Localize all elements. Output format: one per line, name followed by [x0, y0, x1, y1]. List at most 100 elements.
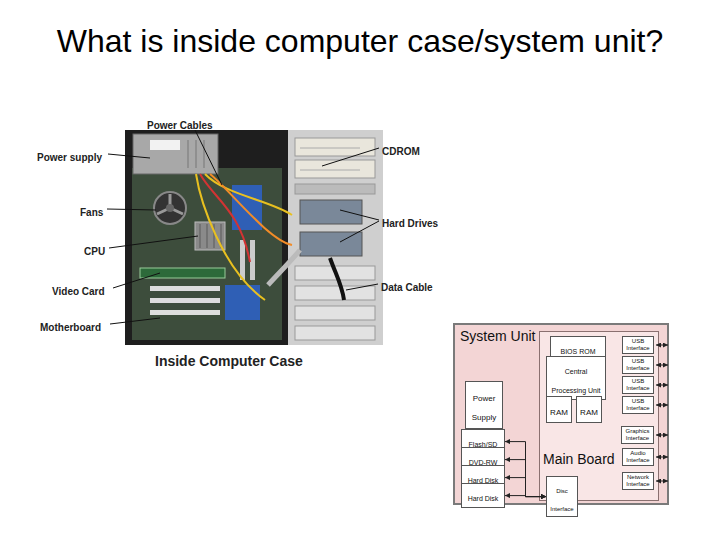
interface-box: Audio Interface: [622, 448, 654, 466]
bus-connector: [505, 496, 546, 497]
box-label: Graphics Interface: [624, 428, 651, 441]
hard-drive: [300, 200, 362, 224]
port-arrow: [656, 345, 668, 346]
power-supply-unit: [133, 134, 218, 174]
label-holder: Hard Drives: [382, 213, 438, 231]
part-label: Power Cables: [147, 120, 213, 131]
leader-line: [322, 148, 379, 166]
empty-bay: [295, 286, 375, 300]
edge-group: [505, 442, 546, 497]
box-label: Hard Disk: [468, 477, 499, 484]
interface-box: USB Interface: [622, 356, 654, 374]
part-label: Data Cable: [381, 282, 433, 293]
label-holder: Power Cables: [147, 115, 213, 133]
main-board-box: Main Board BIOS ROM Central Processing Uni…: [539, 331, 659, 501]
part-label: Fans: [80, 207, 103, 218]
disc-interface-box: Disc Interface: [546, 476, 578, 517]
box-label: Central Processing Unit: [551, 368, 600, 394]
leader-line: [340, 221, 379, 242]
interface-box: USB Interface: [622, 376, 654, 394]
psu-sticker: [150, 140, 180, 150]
leader-line: [109, 236, 198, 248]
bus-connector: [505, 460, 546, 497]
cdrom-bay: [295, 160, 375, 178]
interface-box: Network Interface: [622, 472, 654, 490]
psu-vent: [188, 140, 189, 168]
ram-stick: [250, 240, 255, 280]
psu-vent: [196, 140, 197, 168]
leader-line: [340, 210, 379, 220]
part-label: CDROM: [382, 146, 420, 157]
psu-vent: [204, 140, 205, 168]
leader-line: [113, 273, 160, 288]
label-holder: Data Cable: [381, 277, 433, 295]
box-label: USB Interface: [625, 378, 651, 391]
box-label: USB Interface: [625, 338, 651, 351]
port-arrow: [656, 385, 668, 386]
label-holder: Motherboard: [40, 317, 101, 335]
box-label: Audio Interface: [625, 450, 651, 463]
leader-line: [107, 209, 156, 210]
box-label: DVD-RW: [469, 459, 498, 466]
part-label: Motherboard: [40, 322, 101, 333]
label-holder: CPU: [84, 241, 105, 259]
system-unit-box: System UnitMain Board BIOS ROM Central Pro…: [453, 323, 669, 505]
label-holder: Power supply: [37, 147, 102, 165]
motherboard-board: [132, 168, 282, 340]
empty-bay: [295, 326, 375, 340]
pci-slot: [150, 310, 220, 315]
box-label: Flash/SD: [469, 441, 498, 448]
label-holder: CDROM: [382, 141, 420, 159]
bay-slot: [300, 170, 360, 171]
power-supply-box: Power Supply: [465, 381, 503, 429]
bus-connector: [505, 478, 546, 497]
box-label: Main Board: [543, 451, 615, 468]
leader-line: [346, 284, 378, 290]
port-arrow: [656, 457, 668, 458]
data-cable: [268, 250, 300, 285]
leader-line: [110, 318, 160, 324]
part-label: CPU: [84, 246, 105, 257]
cpu-box: Central Processing Unit: [546, 356, 606, 400]
drive-cage: [288, 130, 383, 345]
port-arrow: [656, 481, 668, 482]
box-label: System Unit: [460, 328, 535, 345]
pci-slot: [150, 286, 220, 291]
part-label: Power supply: [37, 152, 102, 163]
storage-box: Hard Disk: [461, 483, 505, 508]
label-holder: Video Card: [52, 281, 105, 299]
data-cable: [330, 258, 344, 300]
interface-box: Graphics Interface: [621, 426, 654, 444]
ram-stick: [240, 240, 245, 280]
slide-title: What is inside computer case/system unit…: [45, 22, 675, 60]
fan: [154, 192, 186, 224]
box-label: USB Interface: [625, 398, 651, 411]
fan-hub: [166, 204, 174, 212]
blue-part: [225, 285, 260, 320]
heatsink-fin: [214, 224, 215, 248]
port-arrow: [656, 435, 668, 436]
interface-arrows: [656, 345, 668, 481]
leader-line: [195, 130, 222, 185]
label-holder: Fans: [80, 202, 103, 220]
part-label: Video Card: [52, 286, 105, 297]
fan-blades: [157, 194, 183, 214]
heatsink-fin: [200, 224, 201, 248]
interface-box: USB Interface: [622, 336, 654, 354]
box-label: Power Supply: [472, 394, 496, 422]
box-label: Disc Interface: [550, 488, 573, 512]
photo-caption: Inside Computer Case: [155, 353, 303, 369]
heatsink-fin: [207, 224, 208, 248]
interface-box: USB Interface: [622, 396, 654, 414]
box-label: USB Interface: [625, 358, 651, 371]
box-label: Network Interface: [625, 474, 651, 487]
pci-slot: [150, 298, 220, 303]
video-card: [140, 268, 225, 278]
box-label: BIOS ROM: [560, 348, 595, 355]
port-arrow: [656, 405, 668, 406]
ram-box: RAM: [576, 396, 602, 423]
part-label: Hard Drives: [382, 218, 438, 229]
title-holder: What is inside computer case/system unit…: [45, 22, 675, 60]
ram-box: RAM: [546, 396, 572, 423]
